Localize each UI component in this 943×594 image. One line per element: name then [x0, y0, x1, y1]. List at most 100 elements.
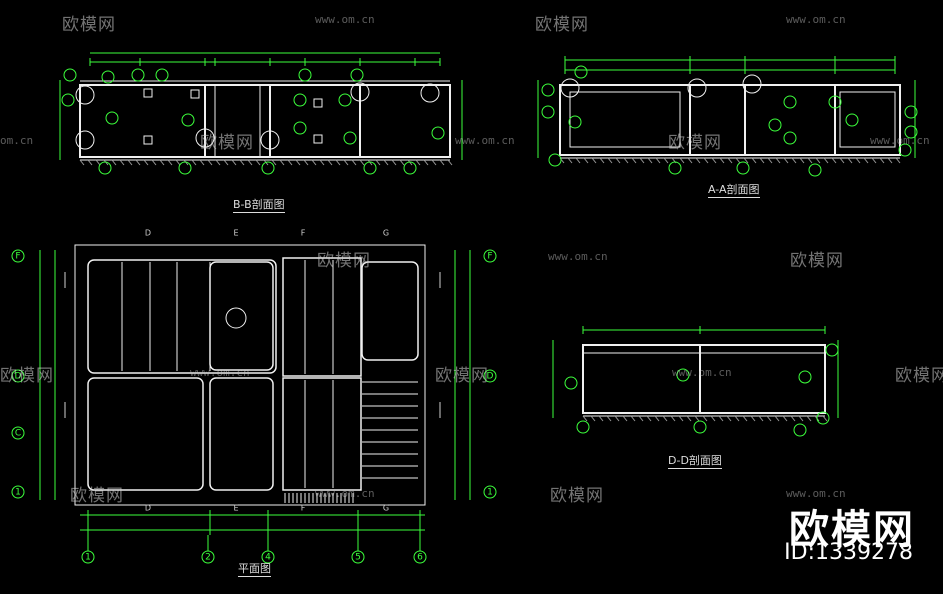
ground-hatch — [743, 157, 749, 164]
ground-hatch — [439, 159, 445, 166]
watermark-brand: 欧模网 — [535, 15, 589, 35]
axis-label: 1 — [15, 488, 21, 498]
section-bb-callout-bubble — [261, 161, 275, 175]
watermark-url: www.om.cn — [672, 366, 732, 379]
brand-logo: 欧模网 — [789, 507, 915, 553]
watermark-url: www.om.cn — [786, 13, 846, 26]
ground-hatch — [638, 415, 644, 422]
ground-hatch — [615, 157, 621, 164]
section-bb-callout-bubble — [131, 68, 145, 82]
section-bb-callout-bubble — [338, 93, 352, 107]
axis-label: D — [15, 372, 22, 382]
ground-hatch — [758, 415, 764, 422]
ground-hatch — [575, 157, 581, 164]
section-aa-callout-bubble — [574, 65, 588, 79]
ground-hatch — [614, 415, 620, 422]
watermark-url: www.om.cn — [548, 250, 608, 263]
title-section-bb: B-B剖面图 — [233, 198, 285, 213]
section-dd-callout-bubble — [693, 420, 707, 434]
plan-tank-lower-center — [209, 377, 274, 491]
ground-hatch — [807, 157, 813, 164]
ground-hatch — [791, 157, 797, 164]
section-bb-callout-bubble — [155, 68, 169, 82]
plan-tank-upper-left — [87, 259, 277, 374]
watermark-url: www.om.cn — [455, 134, 515, 147]
ground-hatch — [598, 415, 604, 422]
section-aa-callout-bubble — [541, 83, 555, 97]
section-aa-callout-bubble — [845, 113, 859, 127]
axis-label: F — [301, 504, 306, 513]
axis-bubble — [11, 485, 25, 499]
ground-hatch — [694, 415, 700, 422]
plan-tank-lower-right — [282, 377, 362, 491]
title-section-aa: A-A剖面图 — [708, 183, 760, 198]
ground-hatch — [871, 157, 877, 164]
axis-label: G — [383, 229, 389, 238]
axis-bubble — [483, 249, 497, 263]
watermark-url: www.om.cn — [315, 13, 375, 26]
section-aa-callout-bubble — [568, 115, 582, 129]
ground-hatch — [742, 415, 748, 422]
title-section-dd: D-D剖面图 — [668, 454, 722, 469]
watermark-brand: 欧模网 — [0, 366, 54, 386]
ground-hatch — [606, 415, 612, 422]
ground-hatch — [607, 157, 613, 164]
axis-label: D — [487, 372, 494, 382]
ground-hatch — [727, 157, 733, 164]
ground-hatch — [855, 157, 861, 164]
ground-hatch — [759, 157, 765, 164]
section-aa-tank — [839, 91, 896, 148]
section-bb-callout-bubble — [61, 93, 75, 107]
ground-hatch — [279, 159, 285, 166]
ground-hatch — [718, 415, 724, 422]
ground-hatch — [767, 157, 773, 164]
plan-tank-upper-right — [282, 257, 362, 377]
section-aa-pipe-circle — [742, 74, 762, 94]
ground-hatch — [135, 159, 141, 166]
axis-label: F — [487, 252, 492, 262]
section-aa-callout-bubble — [768, 118, 782, 132]
ground-hatch — [655, 157, 661, 164]
ground-hatch — [415, 159, 421, 166]
ground-hatch — [431, 159, 437, 166]
ground-hatch — [734, 415, 740, 422]
ground-hatch — [646, 415, 652, 422]
ground-hatch — [159, 159, 165, 166]
section-aa-callout-bubble — [736, 161, 750, 175]
section-bb-pipe-circle — [260, 130, 280, 150]
section-bb-pipe-circle — [195, 128, 215, 148]
section-bb-pipe-mark — [313, 134, 323, 144]
section-dd-callout-bubble — [564, 376, 578, 390]
section-bb-callout-bubble — [343, 131, 357, 145]
ground-hatch — [663, 157, 669, 164]
ground-hatch — [567, 157, 573, 164]
section-bb-pipe-mark — [313, 98, 323, 108]
axis-label: F — [301, 229, 306, 238]
ground-hatch — [335, 159, 341, 166]
watermark-brand: 欧模网 — [790, 251, 844, 271]
section-aa-callout-bubble — [783, 131, 797, 145]
section-bb-pipe-circle — [420, 83, 440, 103]
section-bb-pipe-mark — [143, 135, 153, 145]
ground-hatch — [823, 157, 829, 164]
ground-hatch — [327, 159, 333, 166]
plan-filter-tank — [361, 261, 419, 361]
ground-hatch — [143, 159, 149, 166]
axis-bubble — [483, 369, 497, 383]
ground-hatch — [775, 157, 781, 164]
axis-label: 1 — [487, 488, 493, 498]
ground-hatch — [127, 159, 133, 166]
ground-hatch — [670, 415, 676, 422]
section-bb-outline — [79, 84, 451, 158]
title-plan: 平面图 — [238, 562, 271, 577]
ground-hatch — [726, 415, 732, 422]
section-bb-callout-bubble — [105, 111, 119, 125]
ground-hatch — [119, 159, 125, 166]
watermark-brand: 欧模网 — [668, 133, 722, 153]
ground-hatch — [191, 159, 197, 166]
ground-hatch — [383, 159, 389, 166]
ground-hatch — [375, 159, 381, 166]
ground-hatch — [207, 159, 213, 166]
